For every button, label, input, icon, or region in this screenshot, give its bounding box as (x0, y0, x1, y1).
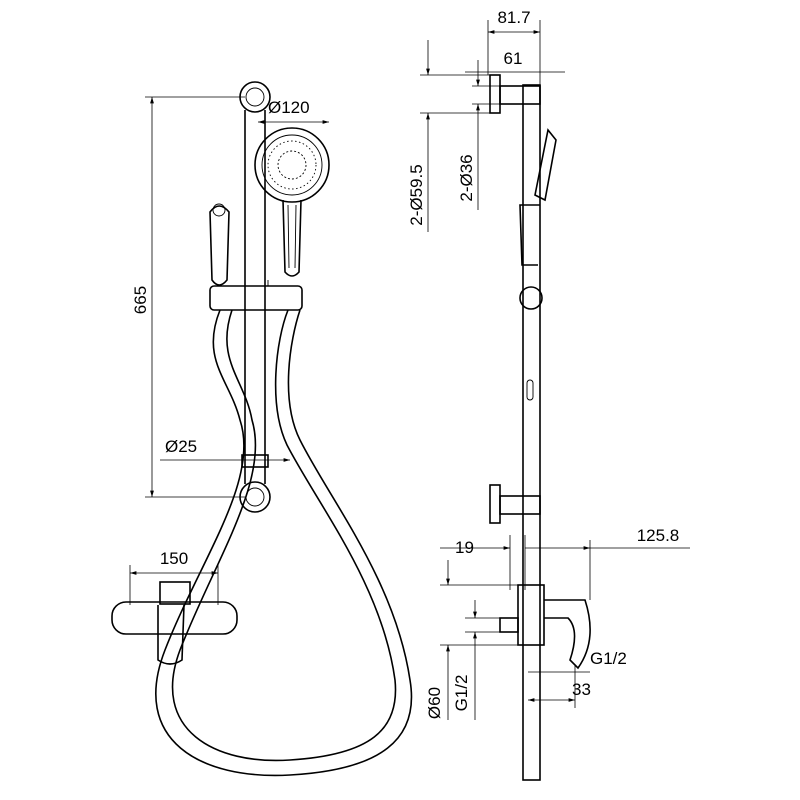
front-view: 665 Ø120 Ø25 150 (111, 81, 413, 777)
dim-2-diameter-36: 2-Ø36 (457, 154, 476, 201)
dim-diameter-60: Ø60 (425, 687, 444, 719)
dim-61: 61 (504, 49, 523, 68)
shower-head (254, 127, 330, 277)
dim-2-diameter-59-5: 2-Ø59.5 (407, 164, 426, 225)
hand-shower (209, 203, 230, 286)
mixer (111, 581, 238, 665)
dim-g1-2-right: G1/2 (590, 649, 627, 668)
slide-bar (239, 81, 271, 513)
side-view: 81.7 61 2-Ø59.5 2-Ø36 19 125.8 G1/2 33 Ø… (407, 8, 690, 781)
dim-g1-2-left: G1/2 (452, 675, 471, 712)
side-mixer (499, 584, 591, 670)
dim-diameter-120: Ø120 (268, 98, 310, 117)
dim-665: 665 (131, 286, 150, 314)
dim-150: 150 (160, 549, 188, 568)
dim-81-7: 81.7 (497, 8, 530, 27)
dim-125-8: 125.8 (637, 526, 680, 545)
slider (209, 280, 303, 311)
dim-diameter-25: Ø25 (165, 437, 197, 456)
dim-19: 19 (455, 538, 474, 557)
hose (155, 309, 413, 777)
dim-33: 33 (572, 680, 591, 699)
